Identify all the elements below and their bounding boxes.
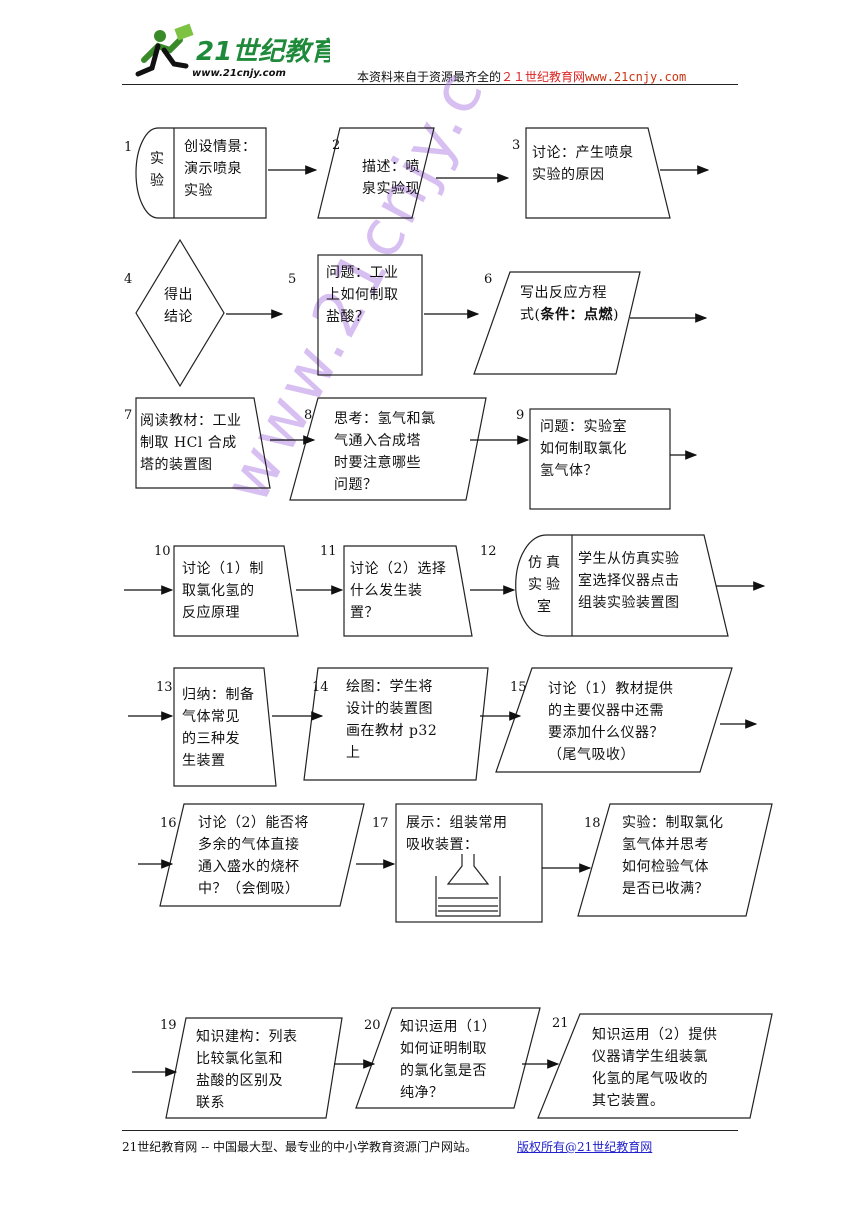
runner-logo-icon <box>135 23 194 77</box>
site-logo: 21世纪教育 www.21cnjy.com <box>130 20 340 86</box>
step-20-text: 知识运用（1）如何证明制取的氯化氢是否纯净？ <box>400 1019 497 1101</box>
step-20-number: 20 <box>364 1018 381 1033</box>
step-15-number: 15 <box>510 680 527 695</box>
step-12-shape <box>515 534 729 637</box>
step-21-number: 21 <box>552 1016 569 1031</box>
footer-text: 21世纪教育网 -- 中国最大型、最专业的中小学教育资源门户网站。 <box>122 1140 478 1154</box>
source-url[interactable]: www.21cnjy.com <box>585 70 687 84</box>
step-2-number: 2 <box>332 138 341 153</box>
step-10-text: 讨论（1）制取氯化氢的反应原理 <box>182 561 264 621</box>
step-11-text: 讨论（2）选择什么发生装置？ <box>350 561 447 621</box>
step-21-text: 知识运用（2）提供仪器请学生组装氯化氢的尾气吸收的其它装置。 <box>592 1027 718 1109</box>
step-1-label: 实验 <box>150 151 164 189</box>
step-12-number: 12 <box>480 544 497 559</box>
step-9-shape <box>529 408 671 510</box>
step-18-number: 18 <box>584 816 601 831</box>
step-5-shape <box>317 254 423 376</box>
step-6-shape <box>473 271 641 375</box>
source-prefix: 本资料来自于资源最齐全的 <box>357 70 502 84</box>
step-10-number: 10 <box>154 544 171 559</box>
step-1-text: 创设情景：演示喷泉实验 <box>184 139 257 199</box>
step-12-text: 学生从仿真实验室选择仪器点击组装实验装置图 <box>578 551 680 611</box>
step-15-shape <box>495 667 733 773</box>
step-1-shape <box>135 127 267 219</box>
step-17-number: 17 <box>372 816 389 831</box>
step-20-shape <box>355 1007 541 1109</box>
step-4-text: 得出结论 <box>164 287 193 325</box>
header-rule <box>122 84 738 85</box>
step-10-shape <box>173 545 299 637</box>
step-5-number: 5 <box>288 272 297 287</box>
step-4-shape <box>135 238 225 388</box>
step-4-number: 4 <box>124 272 133 287</box>
step-19-number: 19 <box>160 1018 177 1033</box>
step-8-text: 思考：氢气和氯气通入合成塔时要注意哪些问题？ <box>334 411 436 493</box>
step-21-shape <box>537 1013 773 1119</box>
step-13-shape <box>173 667 277 787</box>
step-18-text: 实验：制取氯化氢气体并思考如何检验气体是否已收满？ <box>622 815 724 897</box>
logo-main-text: 21世纪教育 <box>196 37 330 67</box>
step-6-number: 6 <box>484 272 493 287</box>
step-1-number: 1 <box>124 140 133 155</box>
step-14-shape <box>303 667 489 781</box>
step-19-text: 知识建构：列表比较氯化氢和盐酸的区别及联系 <box>196 1029 298 1111</box>
step-8-shape <box>289 397 487 501</box>
step-8-number: 8 <box>304 408 313 423</box>
step-2-text: 描述：喷泉实验现 <box>362 159 420 197</box>
step-5-text: 问题：工业上如何制取盐酸？ <box>326 265 399 325</box>
step-14-number: 14 <box>312 680 329 695</box>
step-16-text: 讨论（2）能否将多余的气体直接通入盛水的烧杯中？（会倒吸） <box>198 815 309 897</box>
step-11-shape <box>343 545 473 637</box>
footer: 21世纪教育网 -- 中国最大型、最专业的中小学教育资源门户网站。 版权所有@21… <box>122 1138 652 1155</box>
copyright-link[interactable]: 版权所有@21世纪教育网 <box>517 1140 653 1154</box>
step-3-number: 3 <box>512 138 521 153</box>
step-11-number: 11 <box>320 544 337 559</box>
step-19-shape <box>165 1017 343 1119</box>
step-9-text: 问题：实验室如何制取氯化氢气体？ <box>540 419 627 479</box>
step-9-number: 9 <box>516 408 525 423</box>
logo-sub-text: www.21cnjy.com <box>192 68 286 79</box>
header-source-text: 本资料来自于资源最齐全的２１世纪教育网www.21cnjy.com <box>357 68 686 85</box>
step-17-text: 展示：组装常用吸收装置： <box>406 815 508 853</box>
step-17-shape <box>395 803 543 923</box>
footer-rule <box>122 1130 738 1131</box>
source-red: ２１世纪教育网 <box>501 70 586 84</box>
step-6-text: 写出反应方程 式(条件：点燃) <box>520 285 619 323</box>
step-13-text: 归纳：制备气体常见的三种发生装置 <box>182 687 255 769</box>
step-12-label: 仿真实验室 <box>528 555 564 615</box>
step-3-shape <box>525 127 671 219</box>
step-15-text: 讨论（1）教材提供的主要仪器中还需要添加什么仪器？（尾气吸收） <box>548 681 674 763</box>
absorption-apparatus-icon <box>435 854 501 917</box>
step-7-text: 阅读教材：工业制取 HCl 合成塔的装置图 <box>140 413 242 473</box>
step-18-shape <box>577 803 773 917</box>
step-13-number: 13 <box>156 680 173 695</box>
step-16-number: 16 <box>160 816 177 831</box>
step-2-shape <box>317 127 435 219</box>
step-7-number: 7 <box>124 408 133 423</box>
step-7-shape <box>135 397 271 489</box>
step-16-shape <box>159 803 365 907</box>
step-3-text: 讨论：产生喷泉实验的原因 <box>532 145 634 183</box>
